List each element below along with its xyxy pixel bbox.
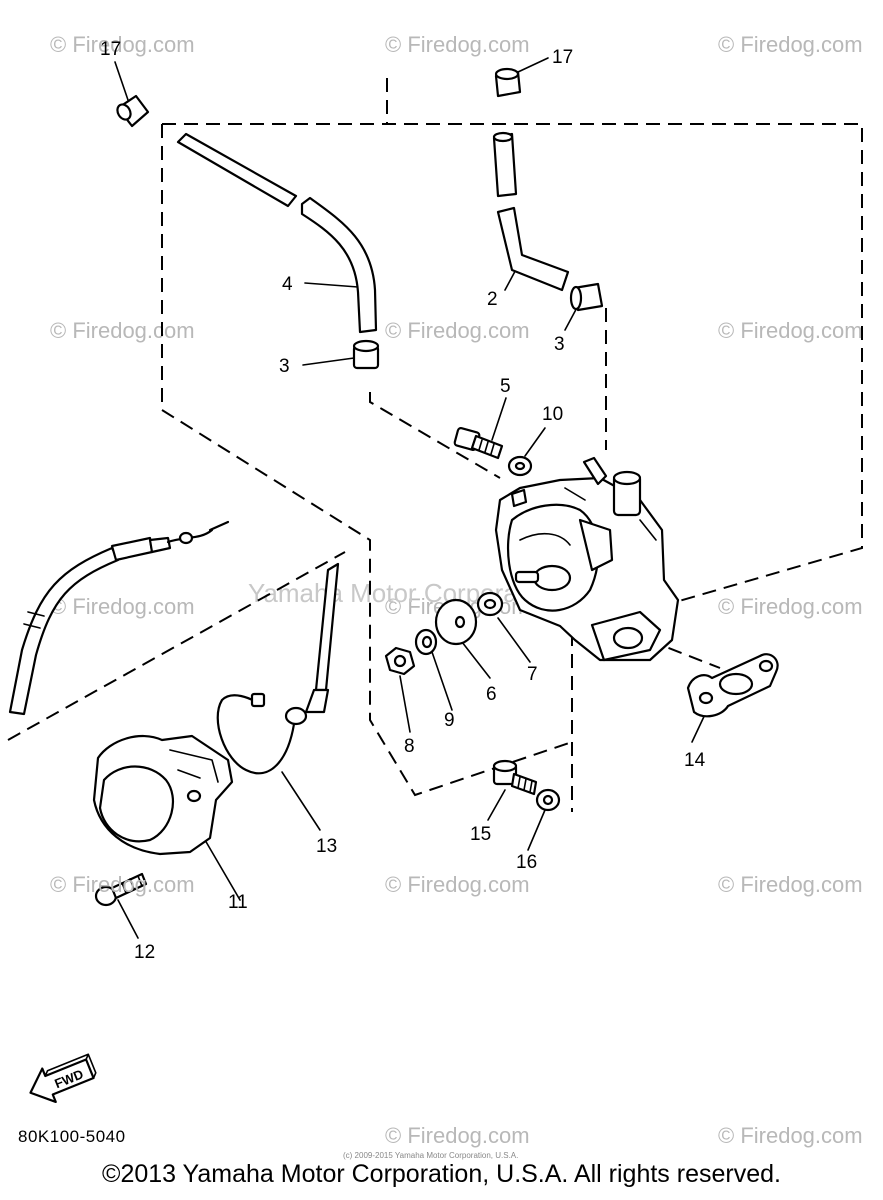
washer-9 — [414, 628, 438, 656]
callout-7: 7 — [527, 664, 538, 685]
watermark-7: © Firedog.com — [50, 594, 195, 619]
clamp-3-right — [569, 282, 604, 312]
washer-7 — [476, 591, 504, 617]
assembly-boundary — [7, 78, 863, 812]
callout-17-right: 17 — [552, 47, 573, 68]
watermark-11: © Firedog.com — [385, 872, 530, 897]
gasket-14 — [686, 653, 779, 718]
watermark-10: © Firedog.com — [50, 872, 195, 897]
washer-16 — [535, 788, 561, 812]
callout-14: 14 — [684, 750, 706, 771]
hose-2 — [492, 131, 570, 292]
cap-17-right — [494, 67, 522, 98]
watermark-9: © Firedog.com — [718, 594, 863, 619]
small-notice: (c) 2009-2015 Yamaha Motor Corporation, … — [343, 1151, 518, 1160]
callout-9: 9 — [444, 710, 455, 731]
copyright-notice: ©2013 Yamaha Motor Corporation, U.S.A. A… — [102, 1160, 781, 1188]
seal-6 — [434, 598, 478, 646]
callout-3-right: 3 — [554, 334, 565, 355]
screw-12 — [94, 872, 148, 907]
callout-17-left: 17 — [100, 39, 121, 60]
callout-6: 6 — [486, 684, 497, 705]
pump-cover-11 — [92, 734, 234, 856]
leader-lines — [114, 57, 709, 939]
callout-4: 4 — [282, 274, 293, 295]
callout-11: 11 — [228, 892, 248, 913]
watermark-13: © Firedog.com — [385, 1123, 530, 1148]
oil-pump-body — [494, 456, 680, 662]
cap-17-left — [116, 94, 150, 128]
watermark-12: © Firedog.com — [718, 872, 863, 897]
watermark-1: © Firedog.com — [50, 32, 195, 57]
callout-8: 8 — [404, 736, 415, 757]
callout-3-left: 3 — [279, 356, 290, 377]
callout-16: 16 — [516, 852, 537, 873]
watermark-6: © Firedog.com — [718, 318, 863, 343]
washer-10 — [507, 455, 533, 477]
watermark-4: © Firedog.com — [50, 318, 195, 343]
watermark-3: © Firedog.com — [718, 32, 863, 57]
callout-13: 13 — [316, 836, 337, 857]
watermark-14: © Firedog.com — [718, 1123, 863, 1148]
callout-15: 15 — [470, 824, 491, 845]
watermark-2: © Firedog.com — [385, 32, 530, 57]
cable-13 — [216, 562, 340, 775]
fwd-arrow: FWD — [29, 1053, 97, 1104]
callout-10: 10 — [542, 404, 563, 425]
hose-4 — [176, 132, 378, 334]
callout-2: 2 — [487, 289, 498, 310]
callouts: 17 17 4 2 3 3 5 10 6 7 8 9 14 11 12 13 1… — [100, 39, 706, 963]
diagram-part-code: 80K100-5040 — [18, 1127, 126, 1146]
callout-12: 12 — [134, 942, 155, 963]
nut-8 — [384, 646, 416, 676]
watermarks: © Firedog.com © Firedog.com © Firedog.co… — [50, 32, 863, 1148]
bolt-15 — [492, 759, 538, 796]
pump-cable — [8, 520, 230, 716]
callout-5: 5 — [500, 376, 511, 397]
bolt-5 — [453, 427, 504, 460]
clamp-3-left — [352, 339, 380, 370]
watermark-5: © Firedog.com — [385, 318, 530, 343]
